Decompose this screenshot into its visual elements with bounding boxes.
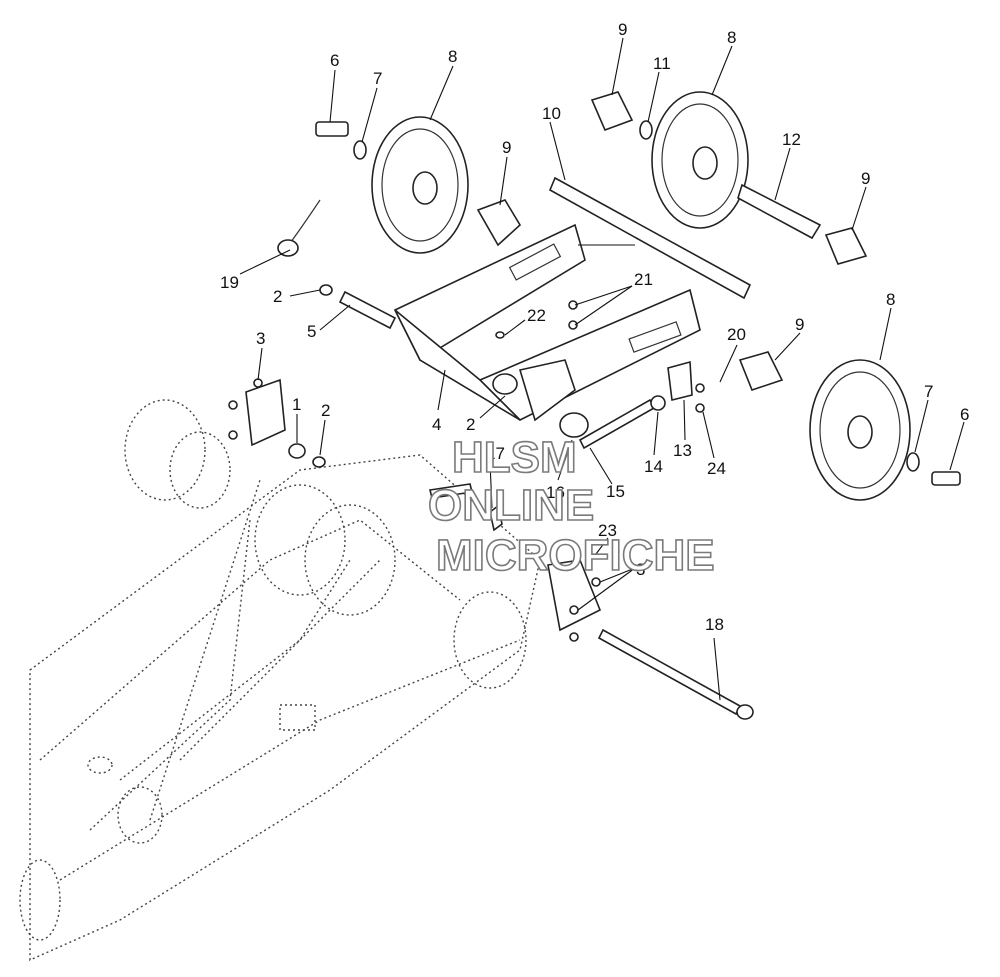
spacer-tube-12: [737, 183, 822, 240]
washer-24: [695, 403, 705, 413]
mount-bracket-left: [245, 378, 286, 447]
watermark-line-1: HLSM: [452, 433, 577, 482]
bolt-15: [578, 398, 656, 450]
watermark: HLSM ONLINE MICROFICHE: [427, 432, 715, 581]
callout-9: 9: [502, 138, 511, 157]
mount-bracket-23: [547, 559, 602, 632]
lower-bracket-group: [429, 483, 754, 720]
nut-14: [650, 395, 666, 411]
bearing-9-top: [590, 91, 634, 132]
callout-2: 2: [273, 287, 282, 306]
watermark-line-3: MICROFICHE: [436, 531, 715, 580]
callout-2: 2: [466, 415, 475, 434]
rear-suspension-frame: [19, 399, 541, 962]
callout-8: 8: [727, 28, 736, 47]
callout-4: 4: [432, 415, 441, 434]
shaft-10: [548, 176, 752, 300]
screw-22: [495, 331, 505, 339]
callout-11: 11: [653, 54, 671, 73]
right-idler-wheel-group: [548, 91, 868, 300]
bolt-6-lower: [931, 471, 961, 486]
callout-13: 13: [673, 441, 692, 460]
callout-3: 3: [636, 560, 645, 579]
callout-16: 16: [546, 483, 565, 502]
callout-21: 21: [634, 270, 653, 289]
callout-19: 19: [220, 273, 239, 292]
left-bracket-group: [228, 378, 326, 468]
bearing-9-right: [824, 227, 868, 265]
lower-right-wheel-group: [738, 351, 961, 501]
callout-17: 17: [486, 444, 505, 463]
callout-7: 7: [373, 69, 382, 88]
callout-1: 1: [292, 395, 301, 414]
callout-3: 3: [256, 329, 265, 348]
callout-20: 20: [727, 325, 746, 344]
callout-6: 6: [330, 51, 339, 70]
callout-14: 14: [644, 457, 663, 476]
callout-8: 8: [448, 47, 457, 66]
washer-2-left: [312, 456, 326, 468]
callout-7: 7: [924, 382, 933, 401]
washer-2-top: [319, 284, 333, 296]
callout-9: 9: [861, 169, 870, 188]
callout-15: 15: [606, 482, 625, 501]
bushing-1: [288, 443, 306, 459]
bushing-16: [559, 412, 589, 438]
watermark-line-2: ONLINE: [428, 481, 594, 530]
nut-21a: [568, 300, 578, 310]
callout-23: 23: [598, 521, 617, 540]
callout-12: 12: [782, 130, 801, 149]
nut-21b: [568, 320, 578, 330]
leader-lines: [239, 37, 965, 701]
screw-17a: [429, 483, 473, 499]
callout-22: 22: [527, 306, 546, 325]
long-bolt-18: [597, 628, 742, 716]
bracket-plate: [518, 359, 576, 422]
callout-2: 2: [321, 401, 330, 420]
washer-7-upper: [353, 140, 367, 160]
callout-9: 9: [618, 20, 627, 39]
left-idler-wheel-group: [277, 116, 522, 257]
spacer-11: [639, 120, 653, 140]
bearing-9-upper-left: [476, 199, 522, 247]
bracket-13: [667, 360, 693, 401]
callout-9: 9: [795, 315, 804, 334]
screw-17b: [489, 504, 503, 532]
washer-20: [695, 383, 705, 393]
callout-labels: 6 7 8 9 11 8 10 9 12 9 19 2 5 21 22 8 9 …: [220, 20, 969, 634]
callout-6: 6: [960, 405, 969, 424]
callout-8: 8: [886, 290, 895, 309]
callout-10: 10: [542, 104, 561, 123]
callout-5: 5: [307, 322, 316, 341]
bolt-6-upper: [315, 121, 349, 137]
callout-24: 24: [707, 459, 726, 478]
swing-arm-4: [319, 223, 705, 450]
callout-18: 18: [705, 615, 724, 634]
washer-7-lower: [906, 452, 920, 472]
pivot-shaft-5: [338, 290, 397, 330]
bearing-9-lower: [738, 351, 784, 391]
